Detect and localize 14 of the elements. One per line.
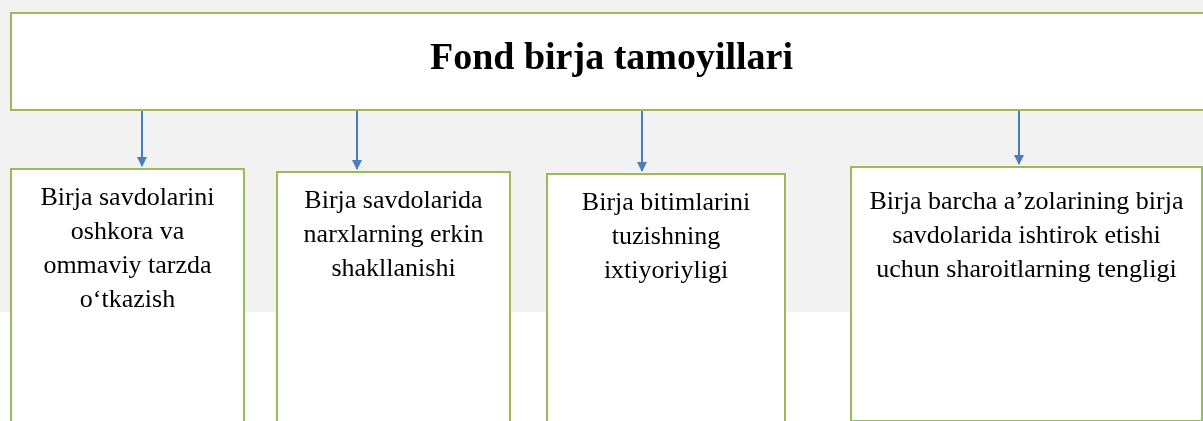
arrow (637, 110, 647, 172)
principle-box (276, 171, 511, 421)
title-text: Fond birja tamoyillari (428, 34, 795, 78)
principle-text: Birja savdolarida narxlarning erkin shakllanishi (302, 184, 485, 284)
title-box (10, 12, 1203, 111)
principle-box (850, 166, 1203, 421)
principle-box (10, 168, 245, 421)
arrow (1014, 110, 1024, 165)
principle-box (546, 173, 786, 421)
principle-text: Birja bitimlarini tuzishning ixtiyoriyligi (580, 186, 752, 286)
principle-text: Birja barcha a’zolarining birja savdolarida ishtirok etishi uchun sharoitlarning tengligi (868, 185, 1185, 285)
arrow (137, 110, 147, 167)
arrow (352, 110, 362, 170)
principle-text: Birja savdolarini oshkora va ommaviy tarzda o‘tkazish (39, 181, 216, 315)
